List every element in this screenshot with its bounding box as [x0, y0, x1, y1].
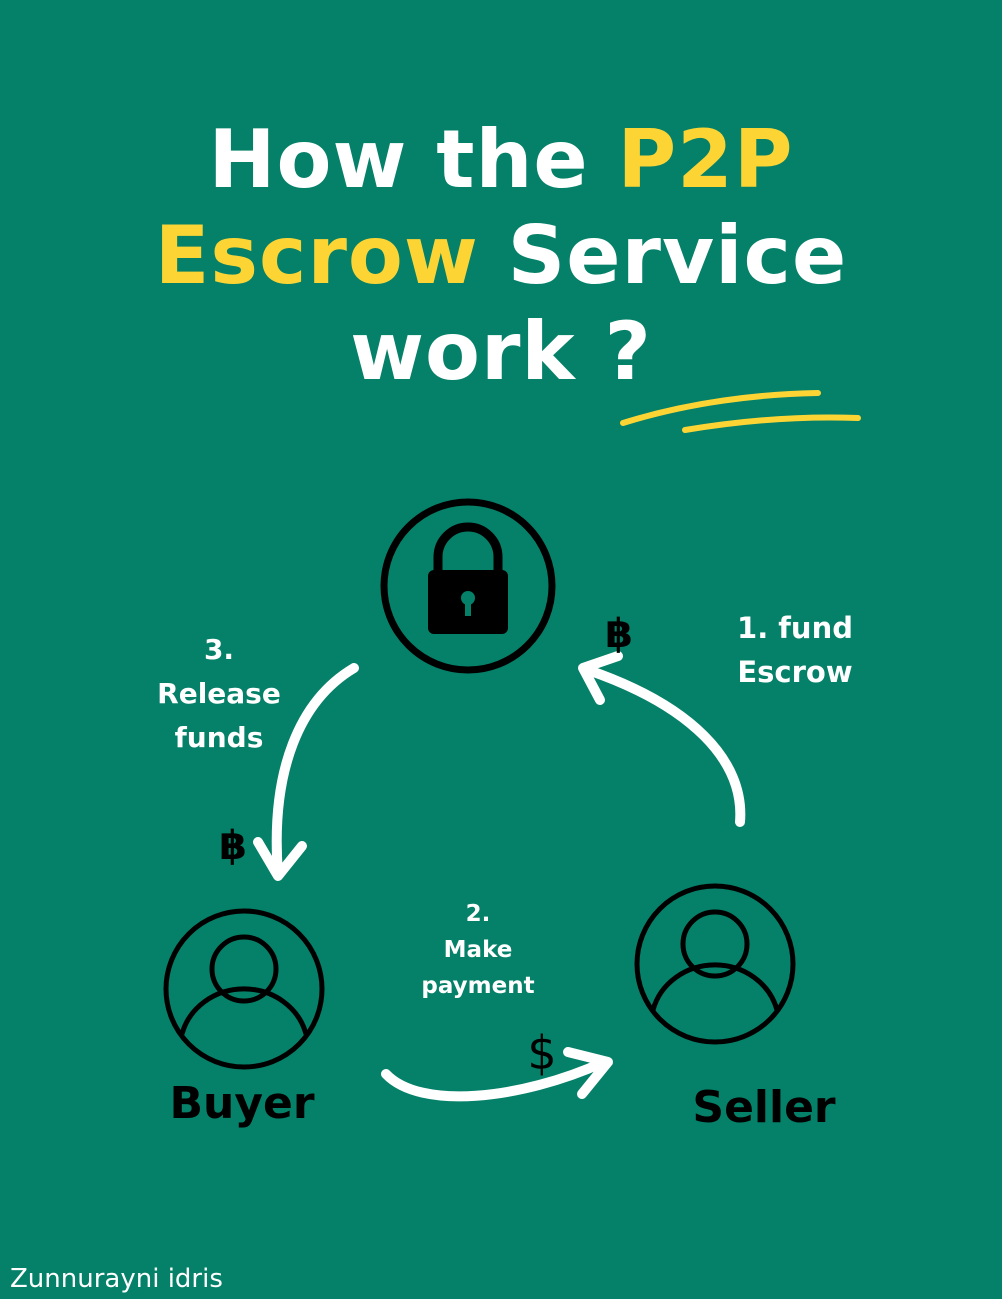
step-2-label: 2. Make payment	[421, 901, 535, 999]
author-credit: Zunnurayni idris	[10, 1264, 223, 1294]
arrow-fund-escrow	[578, 651, 746, 827]
arrow-make-payment	[381, 1047, 613, 1102]
buyer-label: Buyer	[169, 1078, 315, 1129]
step-1-label: 1. fund Escrow	[737, 611, 853, 689]
title-highlight-p2p: P2P	[617, 113, 794, 206]
title-highlight-escrow: Escrow	[154, 209, 479, 302]
dollar-icon: $	[527, 1026, 557, 1080]
title-line-2-text: Service	[478, 209, 848, 302]
title-line-1-text: How the	[208, 113, 618, 206]
title-line-2: Escrow Service	[0, 208, 1002, 304]
user-icon	[650, 909, 780, 1011]
buyer-node	[163, 908, 325, 1070]
user-icon	[179, 934, 309, 1035]
lock-icon	[428, 522, 508, 634]
title-underline	[620, 390, 861, 433]
bitcoin-icon: ฿	[605, 611, 633, 657]
step-3-label: 3. Release funds	[157, 633, 281, 754]
escrow-lock-node	[380, 498, 556, 674]
title-line-3: work ?	[0, 304, 1002, 400]
title-line-3-text: work ?	[350, 305, 652, 398]
bitcoin-icon: ฿	[219, 823, 247, 869]
seller-label: Seller	[692, 1082, 836, 1133]
title-line-1: How the P2P	[0, 112, 1002, 208]
arrow-release-funds	[253, 663, 359, 881]
seller-node	[634, 883, 796, 1045]
